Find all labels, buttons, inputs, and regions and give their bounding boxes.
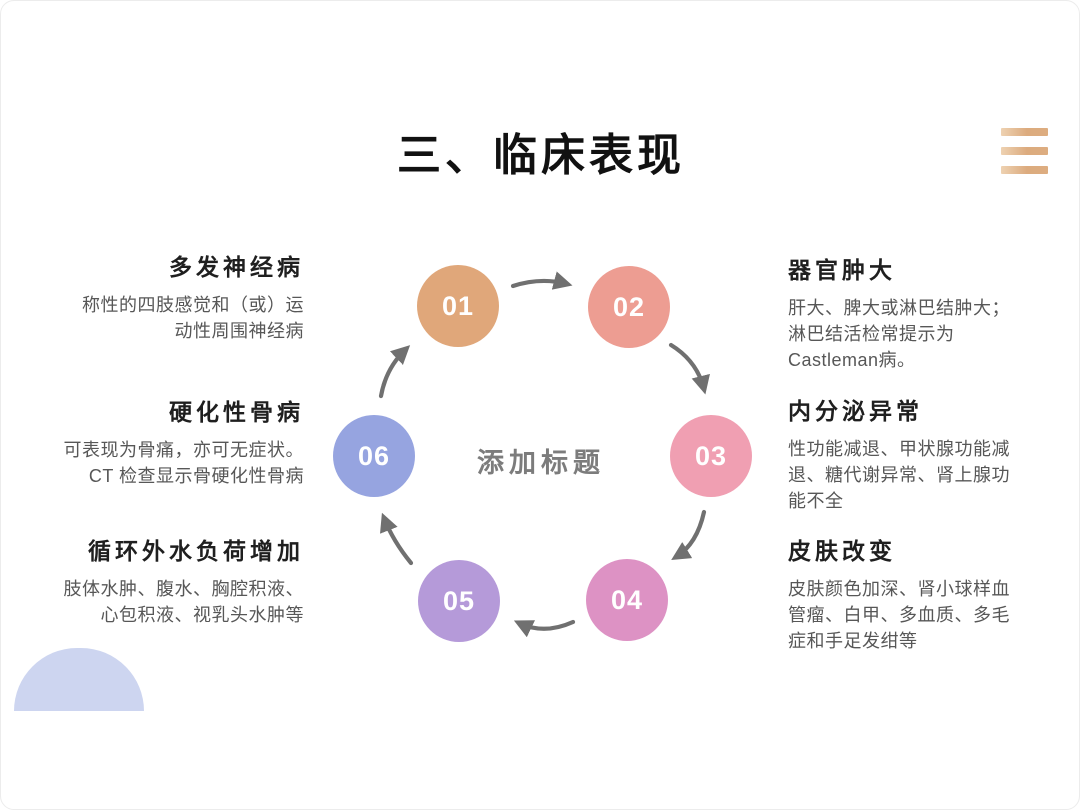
block-desc: 皮肤颜色加深、肾小球样血 管瘤、白甲、多血质、多毛 症和手足发绀等 — [788, 578, 1010, 651]
text-block-endocrine: 内分泌异常 性功能减退、甲状腺功能减 退、糖代谢异常、肾上腺功 能不全 — [788, 397, 1044, 514]
block-desc: 性功能减退、甲状腺功能减 退、糖代谢异常、肾上腺功 能不全 — [788, 438, 1010, 511]
step-circle-04: 04 — [586, 559, 668, 641]
block-desc: 可表现为骨痛，亦可无症状。 CT 检查显示骨硬化性骨病 — [63, 439, 304, 486]
menu-bar — [1001, 147, 1048, 155]
block-title: 器官肿大 — [788, 257, 896, 283]
menu-bar — [1001, 128, 1048, 136]
text-block-sclerotic-bone: 硬化性骨病 可表现为骨痛，亦可无症状。 CT 检查显示骨硬化性骨病 — [48, 398, 304, 489]
arrow-04-05 — [513, 619, 576, 638]
step-number: 05 — [442, 585, 476, 616]
arrow-02-03 — [668, 342, 710, 395]
slide-title: 三、临床表现 — [397, 131, 685, 180]
arrow-03-04 — [671, 509, 707, 560]
block-title: 硬化性骨病 — [169, 399, 304, 425]
text-block-skin-changes: 皮肤改变 皮肤颜色加深、肾小球样血 管瘤、白甲、多血质、多毛 症和手足发绀等 — [788, 537, 1044, 654]
step-number: 01 — [441, 290, 475, 321]
step-number: 02 — [612, 291, 646, 322]
block-title: 内分泌异常 — [788, 398, 923, 424]
block-title: 皮肤改变 — [788, 538, 896, 564]
arrow-01-02 — [510, 271, 573, 290]
block-desc: 肢体水肿、腹水、胸腔积液、 心包积液、视乳头水肿等 — [63, 578, 304, 625]
block-desc: 称性的四肢感觉和（或）运 动性周围神经病 — [82, 294, 304, 341]
block-desc: 肝大、脾大或淋巴结肿大； 淋巴结活检常提示为 Castleman病。 — [788, 297, 1010, 370]
step-circle-05: 05 — [418, 560, 500, 642]
text-block-organomegaly: 器官肿大 肝大、脾大或淋巴结肿大； 淋巴结活检常提示为 Castleman病。 — [788, 256, 1044, 373]
arrow-06-01 — [378, 345, 411, 399]
block-title: 多发神经病 — [169, 254, 304, 280]
menu-bar — [1001, 166, 1048, 174]
text-block-polyneuropathy: 多发神经病 称性的四肢感觉和（或）运 动性周围神经病 — [48, 253, 304, 344]
diagram-center-label: 添加标题 — [477, 448, 605, 478]
arrow-05-06 — [380, 512, 414, 566]
hamburger-menu-icon[interactable] — [1001, 128, 1048, 174]
decorative-half-circle — [14, 648, 144, 711]
step-number: 04 — [610, 584, 644, 615]
text-block-fluid-overload: 循环外水负荷增加 肢体水肿、腹水、胸腔积液、 心包积液、视乳头水肿等 — [48, 537, 304, 628]
step-circle-01: 01 — [417, 265, 499, 347]
step-circle-06: 06 — [333, 415, 415, 497]
step-circle-02: 02 — [588, 266, 670, 348]
step-circle-03: 03 — [670, 415, 752, 497]
step-number: 03 — [694, 440, 728, 471]
block-title: 循环外水负荷增加 — [88, 538, 304, 564]
step-number: 06 — [357, 440, 391, 471]
